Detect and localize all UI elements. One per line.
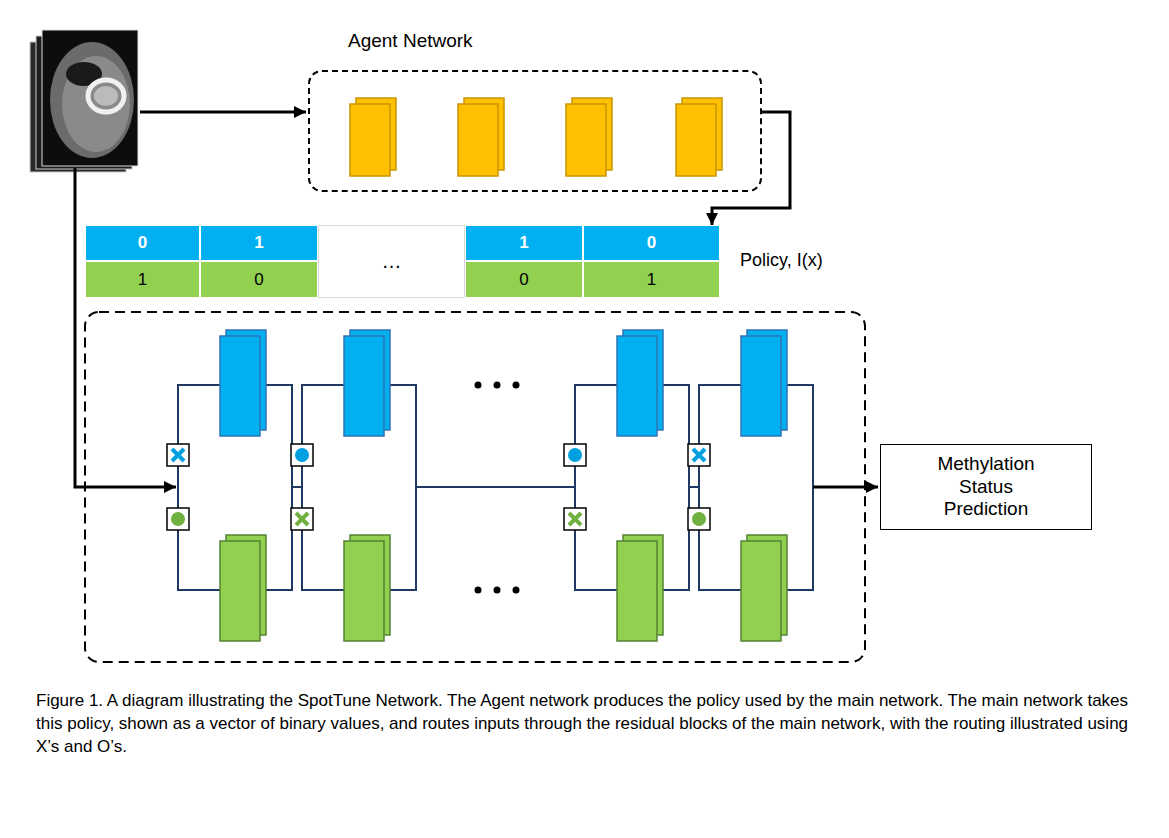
green-layer bbox=[741, 541, 781, 641]
route-mark bbox=[295, 448, 309, 462]
table-cell: 1 bbox=[200, 225, 318, 261]
tumor-core bbox=[94, 86, 118, 106]
tumor-rim bbox=[88, 80, 124, 112]
route-mark bbox=[692, 512, 706, 526]
route-mark bbox=[568, 448, 582, 462]
brain-tissue bbox=[62, 56, 130, 152]
blue-layer bbox=[741, 336, 781, 436]
green-layer bbox=[344, 541, 384, 641]
brain-tissue bbox=[50, 42, 134, 158]
input-arrow bbox=[75, 168, 176, 487]
ellipsis-dot bbox=[513, 382, 520, 389]
mri-image bbox=[30, 30, 138, 172]
mri-slice bbox=[42, 30, 138, 166]
skip-mark bbox=[172, 449, 184, 461]
skip-mark bbox=[693, 449, 705, 461]
table-cell: 0 bbox=[85, 225, 200, 261]
switch-box bbox=[167, 444, 189, 466]
table-cell: 0 bbox=[200, 261, 318, 298]
ellipsis-dot bbox=[475, 587, 482, 594]
policy-label: Policy, I(x) bbox=[740, 250, 823, 271]
route-mark bbox=[171, 512, 185, 526]
switch-box bbox=[167, 508, 189, 530]
output-label: Methylation Status Prediction bbox=[916, 453, 1056, 521]
policy-vector: Policy, I(x)01…101001 bbox=[85, 225, 720, 298]
output-arrow bbox=[813, 486, 878, 489]
agent-layer bbox=[458, 104, 498, 176]
ellipsis-dot bbox=[494, 587, 501, 594]
table-cell: 0 bbox=[583, 225, 720, 261]
table-cell: … bbox=[318, 225, 465, 298]
switch-box bbox=[291, 508, 313, 530]
table-cell: 1 bbox=[465, 225, 583, 261]
agent-layer bbox=[676, 104, 716, 176]
blue-layer bbox=[344, 336, 384, 436]
policy-arrow bbox=[712, 112, 790, 225]
switch-box bbox=[564, 508, 586, 530]
ellipsis-dot bbox=[513, 587, 520, 594]
agent-network-box: Agent Network bbox=[308, 70, 762, 192]
switch-box bbox=[688, 444, 710, 466]
table-cell: 1 bbox=[85, 261, 200, 298]
agent-layer bbox=[350, 104, 390, 176]
switch-box bbox=[291, 444, 313, 466]
skip-mark bbox=[569, 513, 581, 525]
table-cell: 1 bbox=[583, 261, 720, 298]
table-cell: 0 bbox=[465, 261, 583, 298]
prediction-box: Methylation Status Prediction bbox=[880, 444, 1092, 530]
ellipsis-dot bbox=[475, 382, 482, 389]
skip-mark bbox=[296, 513, 308, 525]
block-connector bbox=[292, 486, 699, 488]
green-layer bbox=[220, 541, 260, 641]
network-title: Agent Network bbox=[348, 30, 473, 52]
main-network-box bbox=[85, 312, 865, 662]
ellipsis-dot bbox=[494, 382, 501, 389]
switch-box bbox=[688, 508, 710, 530]
switch-box bbox=[564, 444, 586, 466]
input-arrow bbox=[140, 111, 306, 114]
agent-layer bbox=[566, 104, 606, 176]
figure-caption: Figure 1. A diagram illustrating the Spo… bbox=[36, 690, 1133, 759]
green-layer bbox=[617, 541, 657, 641]
blue-layer bbox=[617, 336, 657, 436]
blue-layer bbox=[220, 336, 260, 436]
